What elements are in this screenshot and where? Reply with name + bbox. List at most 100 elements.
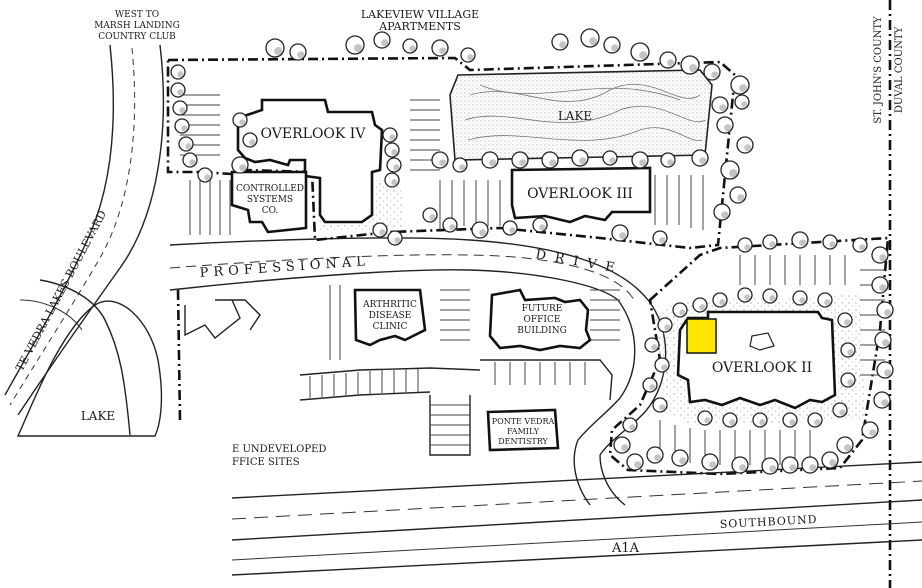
tree-shadow-icon <box>519 159 527 167</box>
tree-icon <box>646 446 664 464</box>
tree-shadow-icon <box>844 444 852 452</box>
tree-icon <box>716 116 734 134</box>
label-lake-north: LAKE <box>558 109 592 123</box>
tree-shadow-icon <box>729 419 736 426</box>
tree-shadow-icon <box>393 164 400 171</box>
tree-icon <box>387 230 403 246</box>
tree-shadow-icon <box>239 119 246 126</box>
tree-shadow-icon <box>829 241 836 248</box>
tree-shadow-icon <box>629 424 636 431</box>
tree-icon <box>481 151 499 169</box>
tree-icon <box>580 28 600 48</box>
tree-icon <box>460 47 476 63</box>
tree-icon <box>431 151 449 169</box>
tree-icon <box>197 167 213 183</box>
tree-shadow-icon <box>297 51 305 59</box>
label-southbound: SOUTHBOUND <box>719 513 817 531</box>
tree-icon <box>611 224 629 242</box>
tree-shadow-icon <box>824 299 831 306</box>
tree-shadow-icon <box>449 224 456 231</box>
label-family: FAMILY <box>507 427 540 436</box>
tree-shadow-icon <box>509 227 516 234</box>
tree-icon <box>231 156 249 174</box>
tree-shadow-icon <box>649 384 656 391</box>
tree-shadow-icon <box>177 71 184 78</box>
tree-icon <box>761 457 779 475</box>
tree-shadow-icon <box>859 244 866 251</box>
tree-shadow-icon <box>609 157 616 164</box>
tree-shadow-icon <box>659 237 666 244</box>
tree-shadow-icon <box>654 454 662 462</box>
tree-shadow-icon <box>744 294 751 301</box>
tree-icon <box>232 112 248 128</box>
tree-shadow-icon <box>634 461 642 469</box>
tree-icon <box>659 51 677 69</box>
tree-icon <box>541 151 559 169</box>
label-clinic: CLINIC <box>373 322 408 332</box>
tree-shadow-icon <box>549 159 557 167</box>
tree-shadow-icon <box>611 44 619 52</box>
tree-shadow-icon <box>389 134 396 141</box>
tree-canopy <box>170 28 894 475</box>
tree-icon <box>386 157 402 173</box>
tree-shadow-icon <box>879 284 887 292</box>
tree-icon <box>452 157 468 173</box>
tree-icon <box>657 317 673 333</box>
tree-shadow-icon <box>789 464 797 472</box>
tree-icon <box>801 456 819 474</box>
tree-icon <box>782 412 798 428</box>
tree-shadow-icon <box>394 237 401 244</box>
tree-shadow-icon <box>884 309 892 317</box>
overlook-ii-cupola-icon <box>749 332 775 351</box>
label-dentistry: DENTISTRY <box>498 437 548 446</box>
tree-shadow-icon <box>769 295 776 302</box>
tree-shadow-icon <box>809 464 817 472</box>
tree-icon <box>289 43 307 61</box>
tree-icon <box>642 377 658 393</box>
tree-shadow-icon <box>379 229 386 236</box>
tree-icon <box>874 331 892 349</box>
label-country-club: COUNTRY CLUB <box>98 32 176 42</box>
tree-icon <box>384 142 400 158</box>
tree-icon <box>822 234 838 250</box>
label-st-johns-county: ST. JOHN'S COUNTY <box>873 16 884 124</box>
tree-shadow-icon <box>439 47 447 55</box>
label-undeveloped: E UNDEVELOPED <box>232 444 326 455</box>
tree-icon <box>791 231 809 249</box>
tree-shadow-icon <box>559 41 567 49</box>
label-marsh-landing: MARSH LANDING <box>94 21 180 31</box>
tree-shadow-icon <box>884 369 892 377</box>
tree-icon <box>817 292 833 308</box>
tree-icon <box>871 246 889 264</box>
tree-shadow-icon <box>249 139 256 146</box>
tree-icon <box>652 230 668 246</box>
tree-icon <box>626 453 644 471</box>
tree-icon <box>631 151 649 169</box>
tree-shadow-icon <box>189 159 196 166</box>
tree-icon <box>652 397 668 413</box>
tree-shadow-icon <box>274 47 283 56</box>
west-lake-shoreline <box>16 300 163 437</box>
tree-shadow-icon <box>744 244 751 251</box>
tree-icon <box>736 136 754 154</box>
tree-shadow-icon <box>737 194 745 202</box>
tree-icon <box>265 38 285 58</box>
tree-icon <box>680 55 700 75</box>
label-office: OFFICE <box>524 315 561 325</box>
tree-icon <box>672 302 688 318</box>
tree-shadow-icon <box>391 179 398 186</box>
tree-shadow-icon <box>847 349 854 356</box>
label-overlook-iv: OVERLOOK IV <box>261 126 367 142</box>
tree-shadow-icon <box>181 125 188 132</box>
tree-icon <box>840 372 856 388</box>
label-overlook-iii: OVERLOOK III <box>527 186 633 202</box>
tree-icon <box>691 149 709 167</box>
label-building: BUILDING <box>517 326 567 336</box>
tree-shadow-icon <box>881 399 889 407</box>
tree-shadow-icon <box>829 459 837 467</box>
tree-shadow-icon <box>179 107 186 114</box>
tree-shadow-icon <box>664 324 671 331</box>
label-systems: SYSTEMS <box>247 195 293 205</box>
tree-icon <box>654 357 670 373</box>
tree-shadow-icon <box>882 339 890 347</box>
